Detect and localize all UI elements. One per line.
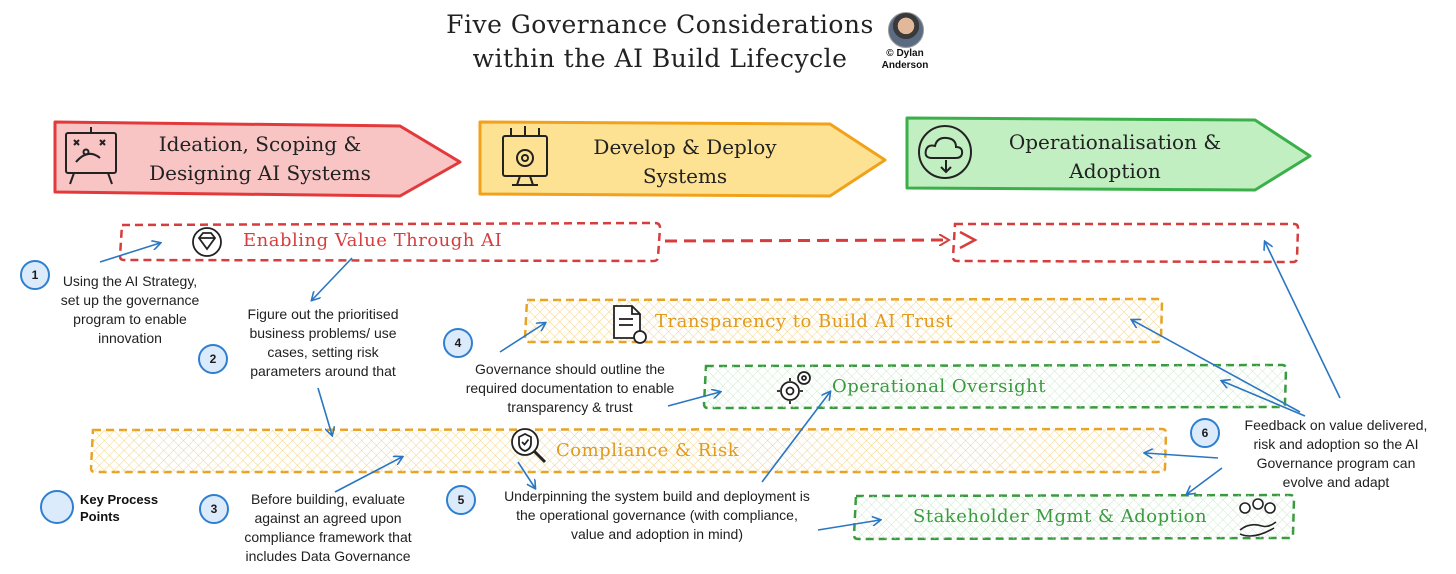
band-enabling-value bbox=[118, 221, 1300, 264]
process-point-note-5: Underpinning the system build and deploy… bbox=[476, 487, 838, 544]
note-6-line-1: Feedback on value delivered, bbox=[1244, 417, 1428, 433]
note-3-line-3: compliance framework that bbox=[244, 529, 412, 545]
note-1-line-2: set up the governance bbox=[60, 292, 200, 308]
note-2-line-2: business problems/ use bbox=[249, 325, 397, 341]
process-point-note-2: Figure out the prioritised business prob… bbox=[228, 305, 418, 381]
note-6-line-4: evolve and adapt bbox=[1282, 474, 1390, 490]
process-point-badge-3: 3 bbox=[199, 494, 229, 524]
cloud-cycle-icon bbox=[918, 125, 972, 179]
diamond-icon bbox=[192, 227, 222, 257]
process-point-badge-4: 4 bbox=[443, 328, 473, 358]
note-5-line-2: the operational governance (with complia… bbox=[516, 507, 798, 523]
note-6-line-3: Governance program can bbox=[1256, 455, 1416, 471]
legend-label-line-1: Key Process bbox=[80, 492, 159, 507]
gears-icon bbox=[777, 371, 811, 404]
process-point-badge-2: 2 bbox=[198, 344, 228, 374]
legend-key-circle bbox=[40, 490, 74, 524]
legend-label: Key Process Points bbox=[80, 491, 158, 525]
process-point-badge-1: 1 bbox=[20, 260, 50, 290]
process-point-note-6: Feedback on value delivered, risk and ad… bbox=[1226, 416, 1446, 492]
band-compliance bbox=[89, 427, 1168, 474]
stage-develop-line-2: Systems bbox=[642, 164, 728, 188]
band-label-compliance: Compliance & Risk bbox=[556, 440, 740, 461]
process-point-note-3: Before building, evaluate against an agr… bbox=[228, 490, 428, 566]
stage-ideation-line-2: Designing AI Systems bbox=[149, 161, 371, 185]
title-line-1: Five Governance Considerations bbox=[446, 10, 874, 39]
process-point-note-1: Using the AI Strategy, set up the govern… bbox=[50, 272, 210, 348]
stage-operationalisation-line-1: Operationalisation & bbox=[1008, 130, 1222, 154]
band-label-enabling-value: Enabling Value Through AI bbox=[243, 230, 503, 251]
legend-label-line-2: Points bbox=[80, 509, 120, 524]
stage-arrow-develop bbox=[478, 120, 887, 198]
annotation-arrows bbox=[99, 242, 1341, 531]
stage-develop-line-1: Develop & Deploy bbox=[593, 135, 777, 159]
note-3-line-4: includes Data Governance bbox=[245, 548, 411, 564]
note-2-line-4: parameters around that bbox=[250, 363, 396, 379]
diagram-title: Five Governance Considerations within th… bbox=[380, 8, 940, 76]
document-check-icon bbox=[613, 305, 647, 344]
note-1-line-4: innovation bbox=[98, 330, 162, 346]
note-2-line-1: Figure out the prioritised bbox=[247, 306, 399, 322]
stage-arrow-operationalisation bbox=[905, 116, 1312, 192]
author-line-1: © Dylan bbox=[886, 48, 924, 59]
note-2-line-3: cases, setting risk bbox=[267, 344, 379, 360]
stage-ideation-line-1: Ideation, Scoping & bbox=[158, 132, 362, 156]
band-label-transparency: Transparency to Build AI Trust bbox=[655, 311, 954, 332]
note-6-line-2: risk and adoption so the AI bbox=[1253, 436, 1419, 452]
note-4-line-2: required documentation to enable bbox=[465, 380, 675, 396]
band-transparency bbox=[523, 297, 1164, 344]
note-1-line-1: Using the AI Strategy, bbox=[62, 273, 198, 289]
note-5-line-1: Underpinning the system build and deploy… bbox=[504, 488, 810, 504]
strategy-board-icon bbox=[65, 127, 117, 185]
process-point-badge-6: 6 bbox=[1190, 418, 1220, 448]
gear-monitor-icon bbox=[502, 126, 548, 186]
process-point-note-4: Governance should outline the required d… bbox=[445, 360, 695, 417]
band-label-oversight: Operational Oversight bbox=[832, 376, 1046, 397]
author-credit: © Dylan Anderson bbox=[870, 48, 940, 72]
note-4-line-3: transparency & trust bbox=[507, 399, 633, 415]
hand-people-icon bbox=[1239, 498, 1277, 537]
band-stakeholder bbox=[852, 493, 1296, 541]
author-line-2: Anderson bbox=[881, 60, 929, 71]
note-4-line-1: Governance should outline the bbox=[475, 361, 665, 377]
stage-operationalisation-line-2: Adoption bbox=[1069, 159, 1161, 183]
stage-label-ideation: Ideation, Scoping & Designing AI Systems bbox=[120, 130, 400, 188]
note-1-line-3: program to enable bbox=[73, 311, 187, 327]
note-5-line-3: value and adoption in mind) bbox=[570, 526, 743, 542]
author-avatar bbox=[888, 12, 924, 48]
band-oversight bbox=[702, 363, 1288, 410]
stage-label-develop: Develop & Deploy Systems bbox=[560, 133, 810, 191]
note-3-line-1: Before building, evaluate bbox=[250, 491, 406, 507]
title-line-2: within the AI Build Lifecycle bbox=[472, 44, 848, 73]
stage-arrow-ideation bbox=[53, 120, 462, 198]
shield-magnifier-icon bbox=[511, 428, 547, 464]
process-point-badge-5: 5 bbox=[446, 485, 476, 515]
note-3-line-2: against an agreed upon bbox=[254, 510, 402, 526]
band-label-stakeholder: Stakeholder Mgmt & Adoption bbox=[913, 506, 1208, 527]
stage-label-operationalisation: Operationalisation & Adoption bbox=[975, 128, 1255, 186]
